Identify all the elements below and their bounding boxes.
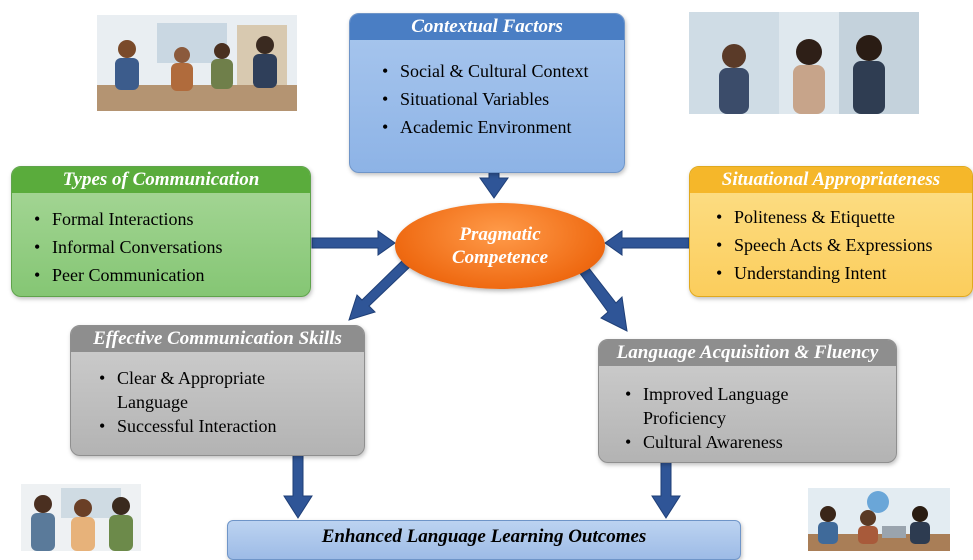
classroom-photo-top-left: [97, 15, 297, 111]
list-item: Peer Communication: [34, 261, 310, 289]
list-item: Understanding Intent: [716, 259, 972, 287]
contextual-factors-box: Contextual Factors Social & Cultural Con…: [349, 13, 625, 173]
pragmatic-competence-node: Pragmatic Competence: [395, 203, 605, 289]
arrow-types-to-center: [311, 230, 396, 256]
arrow-language-to-outcomes: [651, 461, 681, 519]
list-item: Social & Cultural Context: [382, 57, 624, 85]
types-of-communication-box: Types of Communication Formal Interactio…: [11, 166, 311, 297]
list-item: Successful Interaction: [99, 414, 329, 438]
students-photo-bottom-left: [21, 484, 141, 551]
language-acquisition-box: Language Acquisition & Fluency Improved …: [598, 339, 897, 463]
effective-communication-skills-box: Effective Communication Skills Clear & A…: [70, 325, 365, 456]
laptop-group-photo-bottom-right: [808, 488, 950, 551]
effective-communication-skills-title: Effective Communication Skills: [71, 326, 364, 352]
types-of-communication-title: Types of Communication: [12, 167, 310, 193]
list-item: Clear & Appropriate Language: [99, 366, 329, 414]
language-acquisition-title: Language Acquisition & Fluency: [599, 340, 896, 366]
center-line-2: Competence: [451, 247, 549, 268]
arrow-effective-to-outcomes: [283, 454, 313, 519]
list-item: Politeness & Etiquette: [716, 203, 972, 231]
conversation-photo-top-right: [689, 12, 919, 114]
list-item: Improved Language Proficiency: [625, 382, 865, 430]
list-item: Situational Variables: [382, 85, 624, 113]
arrow-situational-to-center: [604, 230, 690, 256]
list-item: Academic Environment: [382, 113, 624, 141]
list-item: Speech Acts & Expressions: [716, 231, 972, 259]
outcomes-title: Enhanced Language Learning Outcomes: [321, 526, 647, 547]
list-item: Formal Interactions: [34, 205, 310, 233]
situational-appropriateness-box: Situational Appropriateness Politeness &…: [689, 166, 973, 297]
list-item: Informal Conversations: [34, 233, 310, 261]
arrow-center-to-effective: [348, 255, 415, 321]
outcomes-box: Enhanced Language Learning Outcomes: [227, 520, 741, 560]
contextual-factors-title: Contextual Factors: [350, 14, 624, 40]
center-line-1: Pragmatic: [459, 224, 541, 245]
list-item: Cultural Awareness: [625, 430, 865, 454]
situational-appropriateness-title: Situational Appropriateness: [690, 167, 972, 193]
